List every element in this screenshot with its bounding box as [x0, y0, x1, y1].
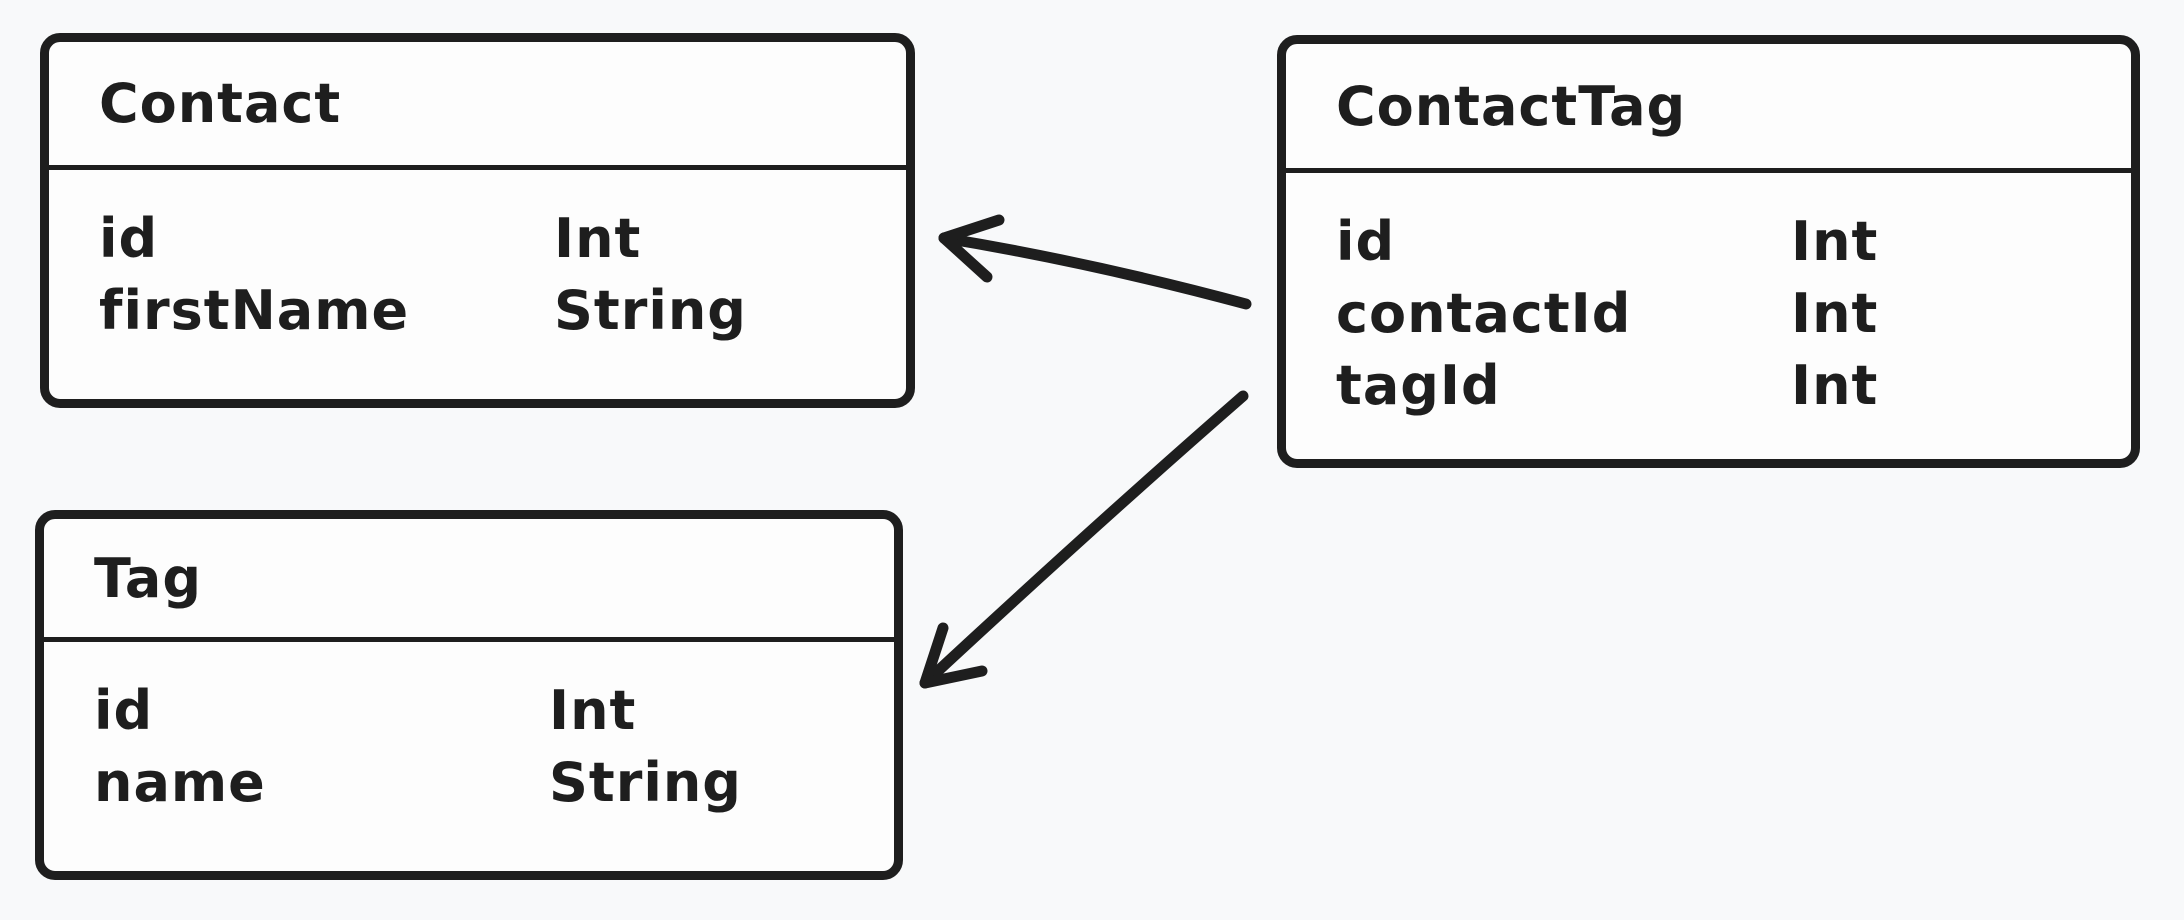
entity-contacttag-header: ContactTag	[1286, 44, 2131, 173]
arrow-shaft	[919, 390, 1249, 689]
relation-arrow-contacttag-to-contact[interactable]	[938, 214, 1252, 310]
field-type: Int	[554, 206, 642, 270]
relation-arrow-contacttag-to-tag[interactable]	[919, 390, 1249, 689]
field-type: String	[554, 278, 747, 342]
field-row: name String	[94, 746, 894, 818]
entity-title: ContactTag	[1336, 74, 1687, 138]
field-name: id	[94, 678, 154, 742]
entity-contact-fields: id Int firstName String	[49, 170, 906, 346]
entity-tag-header: Tag	[44, 519, 894, 642]
entity-title: Contact	[99, 72, 342, 135]
entity-title: Tag	[94, 546, 202, 610]
field-name: name	[94, 750, 266, 814]
field-type: String	[549, 750, 742, 814]
entity-contact-header: Contact	[49, 42, 906, 170]
field-name: firstName	[99, 278, 410, 342]
entity-contact[interactable]: Contact id Int firstName String	[40, 33, 915, 408]
field-row: id Int	[99, 202, 906, 274]
field-type: Int	[1791, 209, 1879, 273]
field-type: Int	[1791, 353, 1879, 417]
field-name: contactId	[1336, 281, 1632, 345]
field-name: tagId	[1336, 353, 1501, 417]
arrowhead-icon	[919, 622, 988, 689]
field-name: id	[1336, 209, 1396, 273]
field-type: Int	[1791, 281, 1879, 345]
arrowhead-icon	[938, 214, 1005, 283]
field-type: Int	[549, 678, 637, 742]
field-row: contactId Int	[1336, 277, 2131, 349]
entity-tag[interactable]: Tag id Int name String	[35, 510, 903, 880]
field-row: id Int	[1336, 205, 2131, 277]
field-row: tagId Int	[1336, 349, 2131, 421]
entity-contacttag-fields: id Int contactId Int tagId Int	[1286, 173, 2131, 421]
field-row: firstName String	[99, 274, 906, 346]
entity-contacttag[interactable]: ContactTag id Int contactId Int tagId In…	[1277, 35, 2140, 468]
arrow-shaft	[938, 232, 1252, 310]
field-row: id Int	[94, 674, 894, 746]
field-name: id	[99, 206, 159, 270]
entity-tag-fields: id Int name String	[44, 642, 894, 818]
